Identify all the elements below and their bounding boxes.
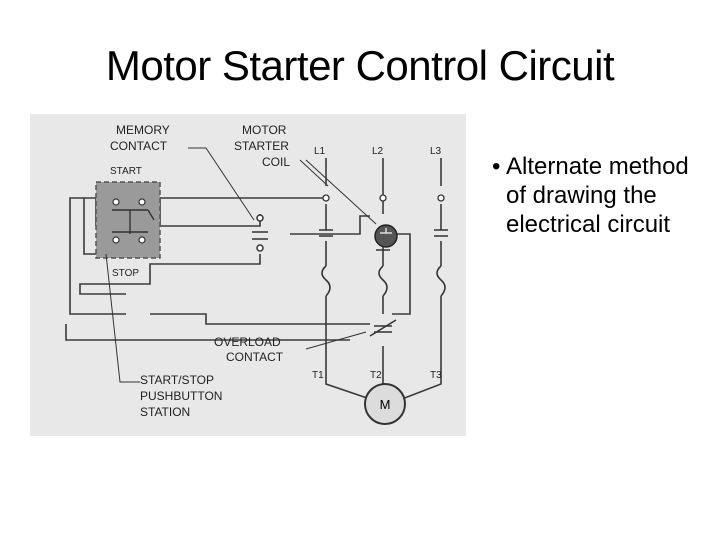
motor-starter-diagram: M MEMORY CONTACT MOTOR STARTER COIL STAR… [30, 114, 466, 436]
memory-contact-label-2: CONTACT [110, 139, 168, 153]
station-label-2: PUSHBUTTON [140, 389, 222, 403]
terminals [322, 194, 445, 202]
start-label: START [110, 166, 142, 177]
overload-heaters [321, 265, 446, 297]
motor-starter-coil-label-2: STARTER [234, 139, 289, 153]
station-label-3: STATION [140, 405, 190, 419]
memory-contact-symbol [252, 214, 268, 252]
leader-lines [105, 147, 377, 383]
motor-starter-coil-label-1: MOTOR [242, 123, 287, 137]
main-contacts [319, 229, 448, 251]
l2-label: L2 [372, 146, 384, 157]
bullet-text: Alternate method of drawing the electric… [506, 153, 689, 238]
overload-contact-label-2: CONTACT [226, 350, 284, 364]
overload-contact-label-1: OVERLOAD [214, 335, 281, 349]
t1-label: T1 [312, 370, 324, 381]
pushbutton-station-box [95, 181, 161, 259]
diagram-background [30, 114, 466, 436]
wiring [65, 158, 442, 400]
t2-label: T2 [370, 370, 382, 381]
stop-label: STOP [112, 268, 139, 279]
motor-symbol [364, 383, 406, 425]
bullet-marker: • [492, 153, 501, 180]
t3-label: T3 [430, 370, 442, 381]
pushbutton-contacts [112, 198, 146, 244]
slide-title: Motor Starter Control Circuit [105, 42, 615, 89]
bullet-point: • Alternate method of drawing the electr… [492, 152, 706, 239]
motor-starter-coil-symbol [374, 224, 398, 248]
memory-contact-label-1: MEMORY [116, 123, 170, 137]
diagram-labels: MEMORY CONTACT MOTOR STARTER COIL START … [110, 123, 442, 419]
l1-label: L1 [314, 146, 326, 157]
motor-label: M [380, 397, 391, 412]
station-label-1: START/STOP [140, 373, 214, 387]
overload-contact-symbol [369, 319, 397, 337]
motor-starter-coil-label-3: COIL [262, 155, 290, 169]
l3-label: L3 [430, 146, 442, 157]
